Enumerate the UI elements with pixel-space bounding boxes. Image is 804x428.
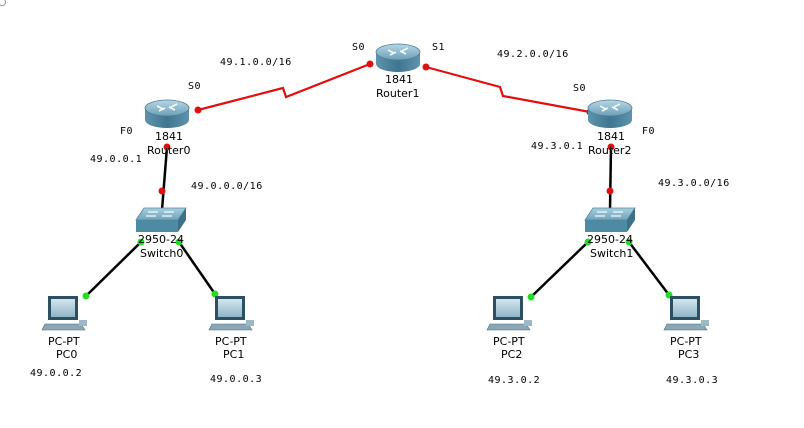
pc-name-label: PC2 [501, 348, 523, 361]
router-model-label: 1841 [155, 130, 183, 143]
pc-icon[interactable] [486, 296, 532, 331]
port-label: F0 [120, 126, 134, 137]
ethernet-link-router2-switch1[interactable] [608, 146, 613, 211]
link-status-dot [175, 238, 183, 246]
pc-name-label: PC1 [223, 348, 245, 361]
link-status-dot [422, 63, 430, 71]
network-label: 49.3.0.0/16 [658, 178, 730, 189]
switch-model-label: 2950-24 [587, 233, 633, 246]
ethernet-link-router0-switch0[interactable] [160, 146, 169, 211]
link-status-dot [194, 106, 202, 114]
ethernet-link-switch1-pc3[interactable] [628, 241, 670, 296]
network-label: 49.1.0.0/16 [220, 57, 292, 68]
corner-handle-icon [0, 0, 6, 6]
ethernet-link-switch1-pc2[interactable] [530, 241, 589, 298]
router-icon[interactable] [587, 99, 633, 128]
switch-model-label: 2950-24 [138, 233, 184, 246]
pc-model-label: PC-PT [670, 335, 702, 348]
router-model-label: 1841 [385, 73, 413, 86]
gateway-ip-label: 49.0.0.1 [90, 154, 143, 165]
link-status-dot [607, 143, 615, 151]
pc-ip-label: 49.3.0.3 [666, 375, 719, 386]
pc-icon[interactable] [208, 296, 254, 331]
link-status-dot [527, 293, 535, 301]
pc-name-label: PC3 [678, 348, 700, 361]
link-status-dot [137, 238, 145, 246]
port-label: S0 [188, 81, 202, 92]
switch-icon[interactable] [135, 207, 187, 232]
pc-model-label: PC-PT [48, 335, 80, 348]
router-name-label: Router1 [376, 87, 420, 100]
link-status-dot [163, 143, 171, 151]
serial-link-router1-router2[interactable] [425, 65, 591, 114]
link-status-dot [82, 292, 90, 300]
switch-name-label: Switch0 [140, 247, 184, 260]
port-label: F0 [642, 126, 656, 137]
port-label: S0 [352, 42, 366, 53]
link-status-dot [211, 290, 219, 298]
router-name-label: Router0 [147, 144, 191, 157]
port-label: S1 [432, 42, 446, 53]
router-model-label: 1841 [597, 130, 625, 143]
router-name-label: Router2 [588, 144, 632, 157]
switch-icon[interactable] [584, 207, 636, 232]
network-label: 49.0.0.0/16 [191, 181, 263, 192]
network-label: 49.2.0.0/16 [497, 49, 569, 60]
pc-ip-label: 49.3.0.2 [488, 375, 541, 386]
link-status-dot [625, 238, 633, 246]
link-status-dot [158, 187, 166, 195]
link-status-dot [606, 187, 614, 195]
gateway-ip-label: 49.3.0.1 [531, 141, 584, 152]
link-status-dot [584, 238, 592, 246]
serial-link-router0-router1[interactable] [197, 62, 371, 112]
pc-model-label: PC-PT [215, 335, 247, 348]
link-status-dot [366, 60, 374, 68]
pc-ip-label: 49.0.0.3 [210, 374, 263, 385]
link-status-indicators [82, 60, 673, 301]
router-icon[interactable] [144, 99, 190, 128]
pc-name-label: PC0 [56, 348, 78, 361]
router-icon[interactable] [375, 43, 421, 72]
ethernet-link-switch0-pc1[interactable] [177, 241, 217, 295]
pc-model-label: PC-PT [493, 335, 525, 348]
port-label: S0 [573, 83, 587, 94]
pc-ip-label: 49.0.0.2 [30, 368, 83, 379]
pc-icon[interactable] [41, 296, 87, 331]
pc-icon[interactable] [663, 296, 709, 331]
ethernet-link-switch0-pc0[interactable] [85, 241, 142, 297]
switch-name-label: Switch1 [590, 247, 634, 260]
